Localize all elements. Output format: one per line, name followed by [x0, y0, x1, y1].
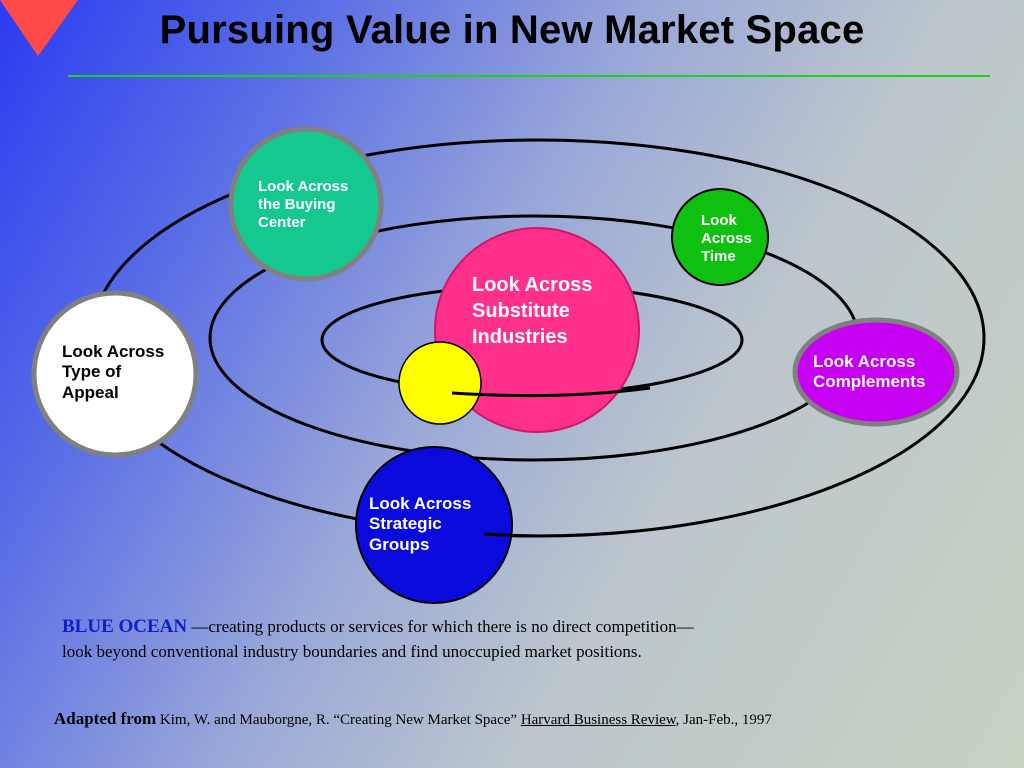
buying-center-label: Look Across the Buying Center	[258, 178, 349, 231]
caption-line-2: look beyond conventional industry bounda…	[62, 642, 642, 661]
buying-center-node	[228, 126, 384, 282]
inner-orbit-front-segment	[451, 386, 651, 398]
yellow-circle-node	[398, 341, 482, 425]
type-of-appeal-label: Look Across Type of Appeal	[62, 342, 165, 402]
time-node	[671, 188, 769, 286]
strategic-groups-label: Look Across Strategic Groups	[369, 494, 472, 554]
outer-orbit-front-segment	[483, 532, 541, 538]
caption-line-1: BLUE OCEAN —creating products or service…	[62, 614, 862, 639]
substitute-industries-node	[434, 227, 640, 433]
caption-definition: —creating products or services for which…	[187, 617, 694, 636]
type-of-appeal-node	[31, 290, 199, 458]
corner-triangle-icon	[0, 0, 78, 56]
source-credit: Adapted from Kim, W. and Mauborgne, R. “…	[54, 709, 1004, 729]
title-divider	[68, 75, 990, 77]
credit-journal-link[interactable]: Harvard Business Review	[520, 712, 676, 728]
blue-ocean-term: BLUE OCEAN	[62, 616, 188, 637]
complements-label: Look Across Complements	[813, 352, 926, 392]
strategic-groups-node	[355, 446, 513, 604]
credit-authors: Kim, W. and Mauborgne, R. “Creating New …	[156, 712, 521, 728]
page-title: Pursuing Value in New Market Space	[159, 8, 865, 52]
substitute-industries-label: Look Across Substitute Industries	[472, 274, 593, 348]
time-label: Look Across Time	[701, 212, 752, 265]
credit-date: , Jan-Feb., 1997	[675, 712, 772, 728]
complements-node	[792, 317, 960, 427]
blue-ocean-caption: BLUE OCEAN —creating products or service…	[62, 614, 862, 664]
credit-lead: Adapted from	[54, 709, 157, 728]
